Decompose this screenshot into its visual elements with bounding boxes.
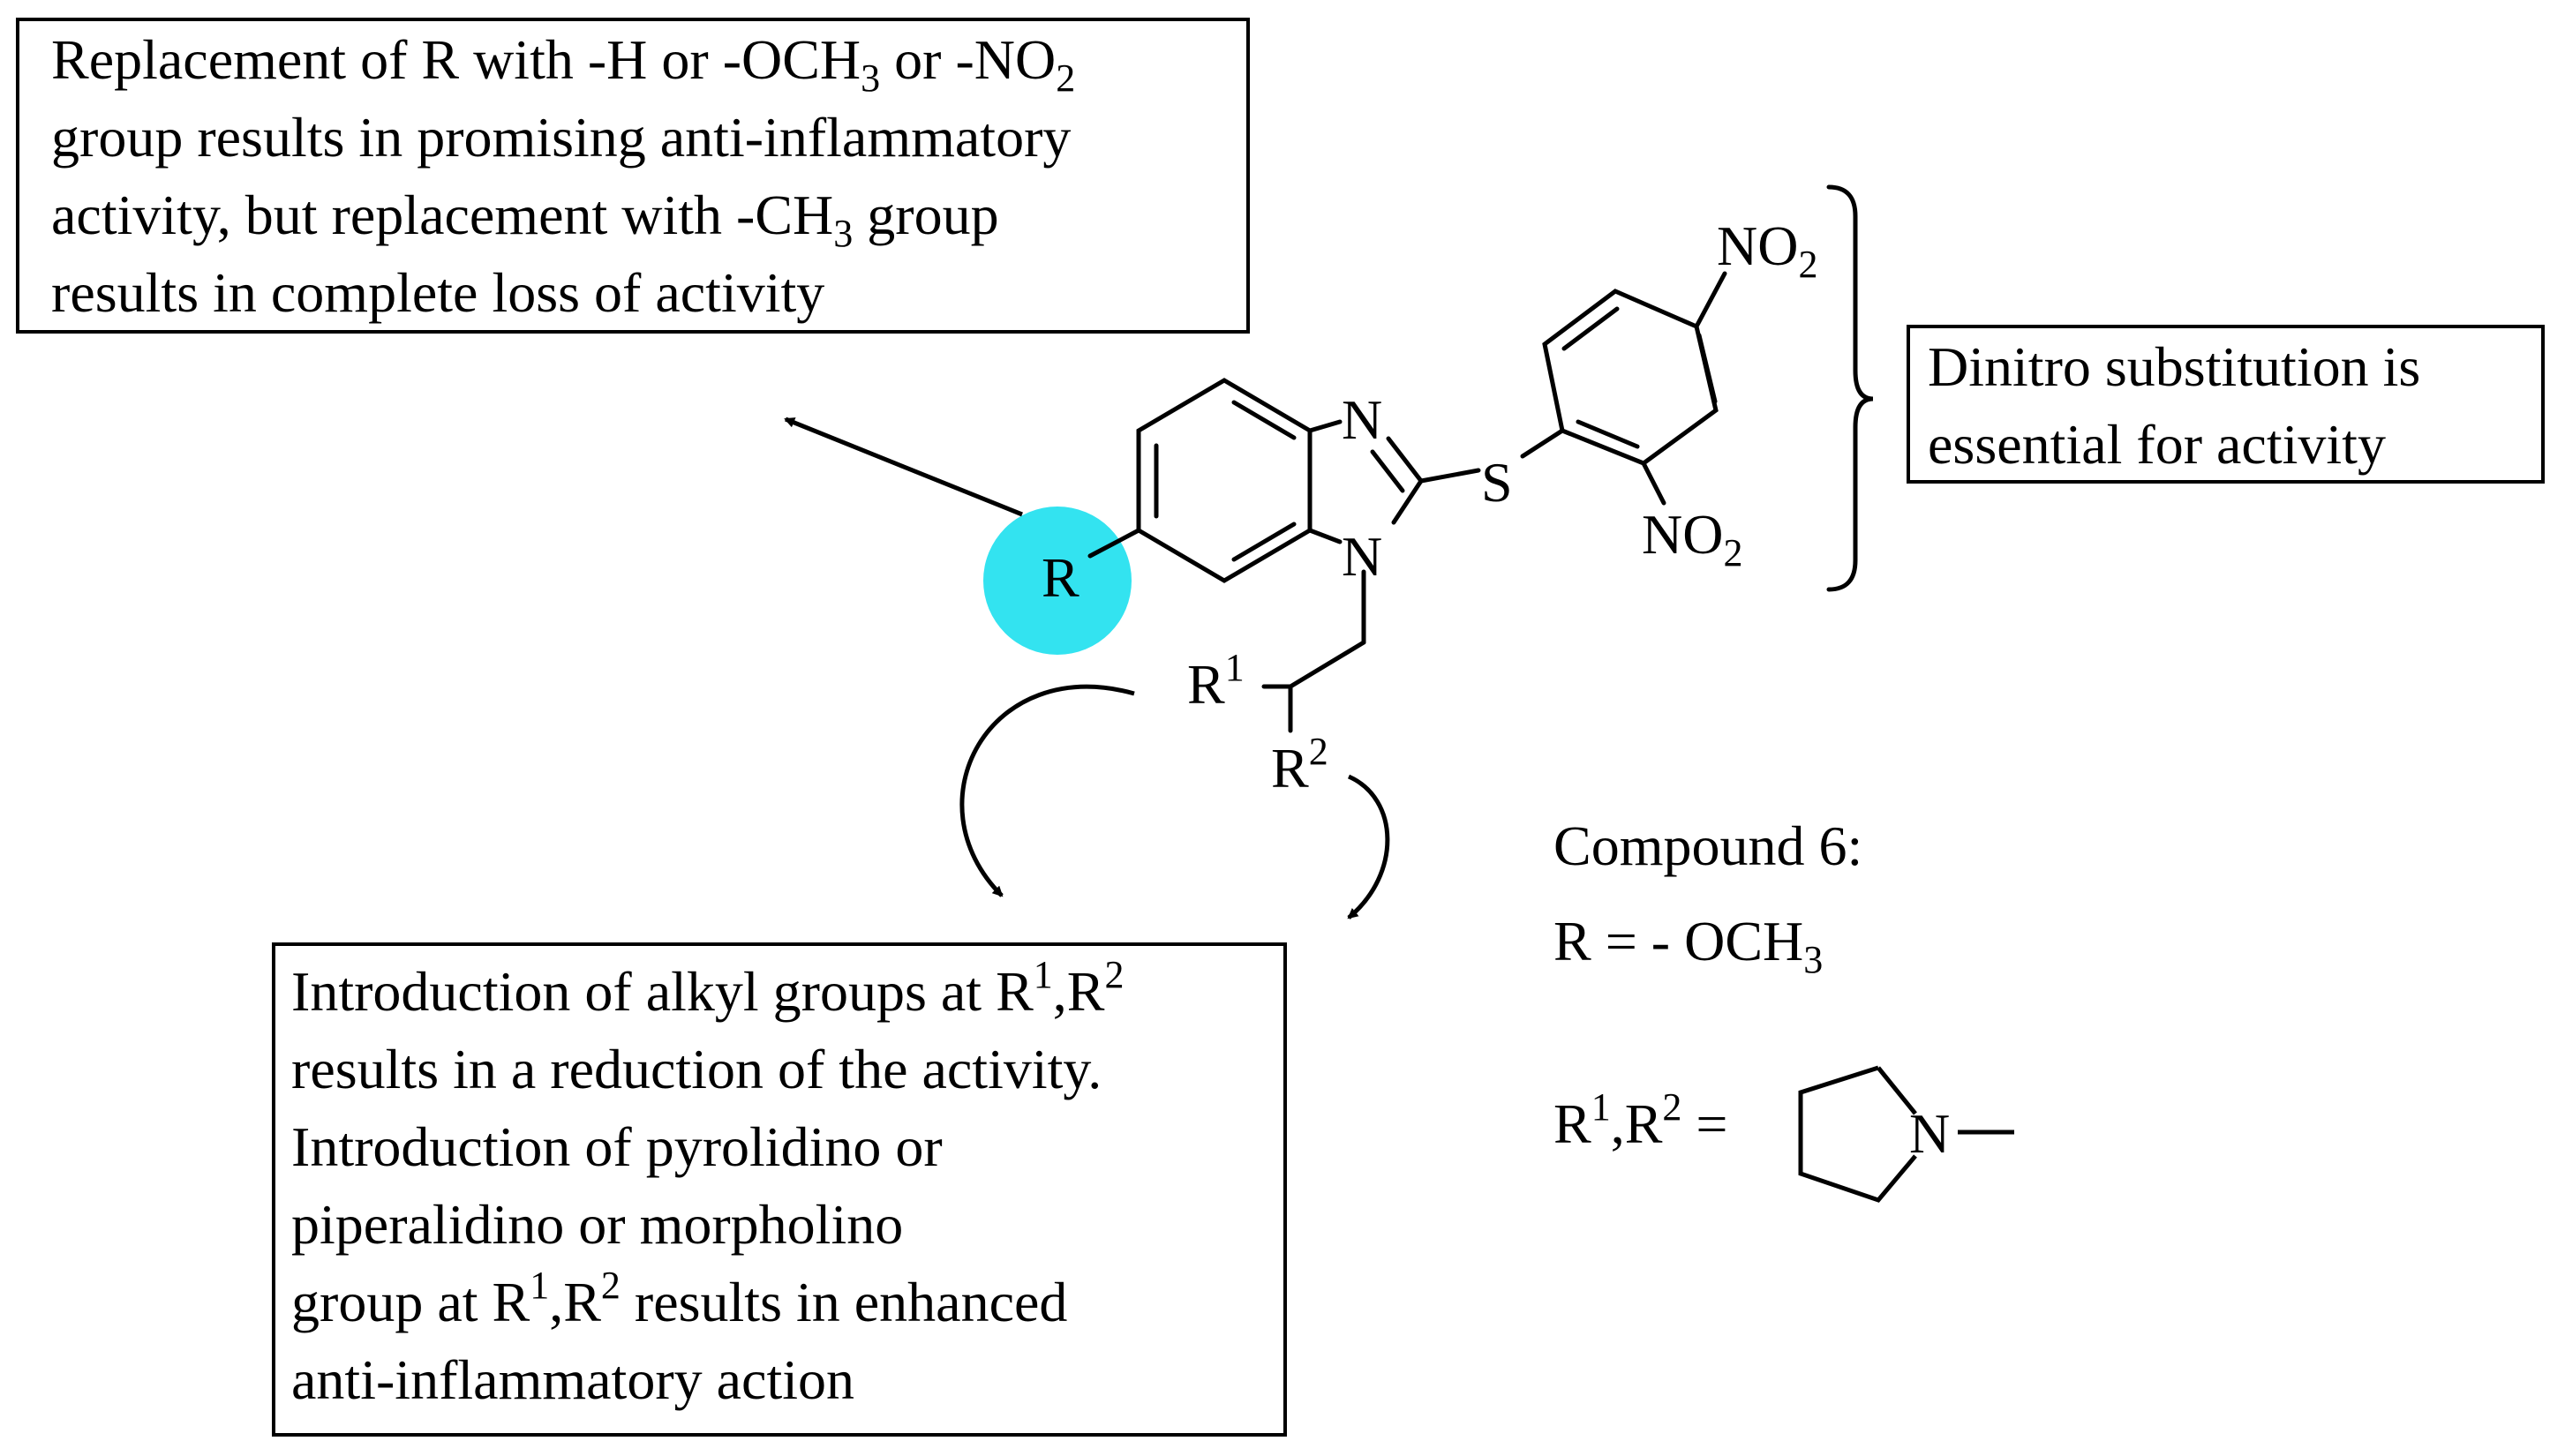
curved-arrow-left	[959, 684, 1135, 897]
c2-s-bond	[1418, 468, 1481, 484]
r-bond	[1087, 528, 1141, 559]
r1r2-note-line-3: Introduction of pyrolidino or	[291, 1115, 943, 1178]
atom-s: S	[1481, 451, 1513, 514]
r-to-note-arrow-line	[784, 417, 1023, 517]
n3-c2-double-a	[1386, 436, 1424, 484]
r-to-note-arrow	[784, 0, 1022, 514]
r1r2-note-line-4: piperalidino or morpholino	[291, 1193, 904, 1256]
n3-c2-double-b	[1370, 449, 1405, 493]
atom-n-bottom: N	[1342, 525, 1382, 588]
atom-r: R	[1042, 546, 1079, 609]
dinitro-note-box: Dinitro substitution is essential for ac…	[1907, 325, 2545, 484]
r1r2-note-line-1: Introduction of alkyl groups at R1,R2	[291, 953, 1125, 1024]
compound-title: Compound 6:	[1553, 814, 1863, 877]
benzo-inner-bond-3	[1231, 522, 1297, 562]
atom-n-top: N	[1342, 388, 1382, 451]
pyrrolidine-n-label: N	[1909, 1102, 1950, 1165]
nitro-bottom-bond	[1641, 461, 1666, 506]
r1-label: R1	[1187, 646, 1245, 716]
dinitrophenyl-ring	[1542, 289, 1719, 466]
dinitro-note-line-2: essential for activity	[1928, 413, 2386, 476]
benzo-ring	[1136, 378, 1313, 583]
compound-r1r2-definition: R1,R2 =	[1553, 1085, 1728, 1156]
nitro-top-label: NO2	[1717, 214, 1817, 286]
compound-r-definition: R = - OCH3	[1553, 910, 1824, 981]
r-note-line-1: Replacement of R with -H or -OCH3 or -NO…	[51, 28, 1076, 100]
r1r2-note-line-2: results in a reduction of the activity.	[291, 1038, 1102, 1100]
dinitrophenyl-inner-2	[1696, 333, 1718, 404]
ch2-ch-bond	[1288, 640, 1366, 689]
dinitro-bracket	[1826, 184, 1874, 592]
dinitrophenyl-inner-3	[1576, 419, 1640, 449]
c3a-n1-bond	[1307, 528, 1343, 544]
dinitro-note-line-1: Dinitro substitution is	[1928, 335, 2421, 398]
nitro-top-bond	[1694, 271, 1727, 329]
r1r2-note-line-6: anti-inflammatory action	[291, 1348, 854, 1411]
r1r2-note-line-5: group at R1,R2 results in enhanced	[291, 1264, 1068, 1334]
nitro-bottom-label: NO2	[1642, 503, 1742, 574]
curved-arrow-right	[1347, 774, 1390, 919]
r-substitution-note-box: Replacement of R with -H or -OCH3 or -NO…	[16, 18, 1250, 334]
c7a-n-bond-top	[1307, 419, 1343, 433]
pyrrolidine-ring	[1798, 1065, 1917, 1203]
r-highlight-circle	[983, 507, 1132, 655]
c2-n1-bond	[1391, 478, 1424, 525]
r-note-line-2: group results in promising anti-inflamma…	[51, 106, 1072, 169]
r-note-line-3: activity, but replacement with -CH3 grou…	[51, 184, 999, 255]
r2-label: R2	[1271, 730, 1328, 799]
r-note-line-4: results in complete loss of activity	[51, 261, 825, 324]
dinitrophenyl-inner-1	[1561, 306, 1620, 351]
s-phenyl-bond	[1520, 428, 1565, 459]
r1-r2-note-box: Introduction of alkyl groups at R1,R2 re…	[272, 942, 1287, 1437]
benzo-inner-bond-2	[1231, 400, 1297, 440]
